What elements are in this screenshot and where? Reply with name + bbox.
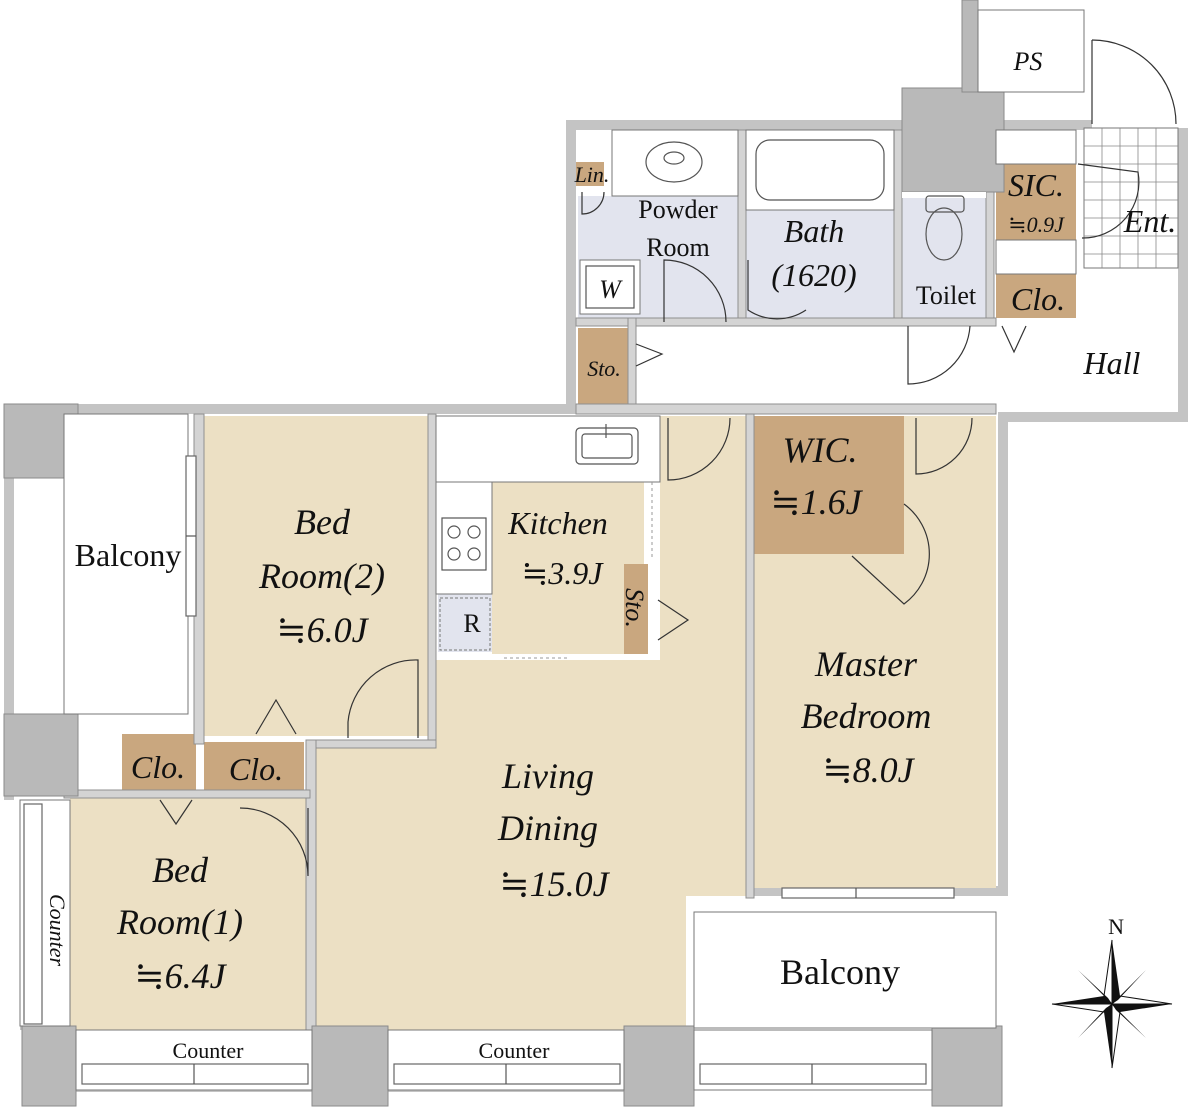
storage-kitchen-label: Sto. xyxy=(620,588,649,628)
storage-areas xyxy=(122,162,1076,790)
bedroom2-area: ≒6.0J xyxy=(276,610,369,650)
wet-fixtures xyxy=(579,129,1077,315)
living-label-2: Dining xyxy=(497,808,598,848)
ps-entrance xyxy=(977,9,1179,269)
kitchen-fixtures xyxy=(435,415,661,659)
bedroom1-area: ≒6.4J xyxy=(134,956,227,996)
powder-label-2: Room xyxy=(646,233,710,262)
south-windows xyxy=(75,1029,933,1091)
fixture-labels: Clo. Clo. Clo. Sto. Sto. Lin. W R Counte… xyxy=(45,162,1065,1063)
hall-label: Hall xyxy=(1083,345,1141,381)
closet-entry-label: Clo. xyxy=(1011,281,1065,317)
fridge-label: R xyxy=(463,609,481,638)
closet-bed2-label: Clo. xyxy=(229,751,283,787)
counter-bed1-label: Counter xyxy=(173,1038,245,1063)
room-labels: Bed Room(2) ≒6.0J Bed Room(1) ≒6.4J Livi… xyxy=(75,47,1177,996)
master-area: ≒8.0J xyxy=(822,750,915,790)
interior-walls xyxy=(63,129,997,1091)
doors xyxy=(159,163,1140,877)
toilet-label: Toilet xyxy=(916,281,977,310)
bath-label-1: Bath xyxy=(784,213,844,249)
powder-label-1: Powder xyxy=(638,195,718,224)
counter-living-label: Counter xyxy=(479,1038,551,1063)
wet-areas xyxy=(438,196,986,652)
bedroom2-label-1: Bed xyxy=(294,502,351,542)
sic-label: SIC. xyxy=(1008,167,1064,203)
bedroom1-label-1: Bed xyxy=(152,850,209,890)
master-label-1: Master xyxy=(814,644,918,684)
balcony-west-label: Balcony xyxy=(75,537,182,573)
compass-north-label: N xyxy=(1108,914,1124,939)
storage-hall-label: Sto. xyxy=(587,356,621,381)
entrance-label: Ent. xyxy=(1123,203,1176,239)
washer-label: W xyxy=(599,275,623,304)
balcony-south-label: Balcony xyxy=(780,952,900,992)
columns xyxy=(3,0,1005,1107)
bath-label-2: (1620) xyxy=(771,257,856,293)
south-balcony xyxy=(693,887,997,1029)
living-label-1: Living xyxy=(501,756,594,796)
west-balcony xyxy=(63,413,197,715)
kitchen-label: Kitchen xyxy=(507,505,608,541)
wic-area: ≒1.6J xyxy=(770,482,863,522)
master-label-2: Bedroom xyxy=(801,696,932,736)
wic-label: WIC. xyxy=(783,430,858,470)
bedroom1-label-2: Room(1) xyxy=(116,902,243,942)
kitchen-area: ≒3.9J xyxy=(521,555,604,591)
living-area: ≒15.0J xyxy=(499,864,610,904)
ps-label: PS xyxy=(1013,47,1043,76)
sic-area: ≒0.9J xyxy=(1008,212,1065,237)
closet-bed1-label: Clo. xyxy=(131,749,185,785)
counter-west-label: Counter xyxy=(45,894,70,967)
west-counter-window xyxy=(19,799,71,1027)
room-fills xyxy=(70,326,996,1030)
bedroom2-label-2: Room(2) xyxy=(258,556,385,596)
linen-label: Lin. xyxy=(574,162,610,187)
compass-rose: N xyxy=(1051,914,1173,1069)
